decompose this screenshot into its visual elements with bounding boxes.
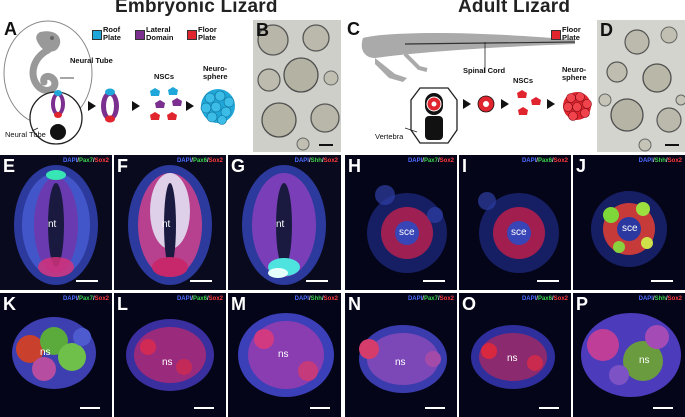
stain-legend-i: DAPI/Pax6/Sox2 bbox=[521, 158, 568, 164]
panel-k-fluorescence: K DAPI/Pax7/Sox2 ns bbox=[0, 293, 112, 417]
scale-bar-p bbox=[653, 407, 673, 409]
legend-floor-label-c: Floor Plate bbox=[562, 25, 581, 42]
stain-legend-f: DAPI/Pax6/Sox2 bbox=[176, 158, 223, 164]
panel-label-l: L bbox=[117, 294, 128, 314]
panel-label-c: C bbox=[347, 19, 360, 39]
scale-bar-h bbox=[423, 280, 445, 282]
embryo-diagram bbox=[3, 20, 235, 145]
legend-roof-swatch bbox=[92, 30, 102, 40]
panel-h-fluorescence: H DAPI/Pax7/Sox2 sce bbox=[345, 155, 457, 290]
panel-label-p: P bbox=[576, 294, 589, 314]
tissue-label-m: ns bbox=[278, 349, 289, 360]
neural-tube-label-bottom: Neural Tube bbox=[5, 130, 46, 139]
tissue-label-p: ns bbox=[639, 355, 650, 366]
stain-legend-g: DAPI/Shh/Sox2 bbox=[294, 158, 338, 164]
tissue-label-e: nt bbox=[48, 219, 57, 230]
panel-label-f: F bbox=[117, 156, 128, 176]
nscs-label-a: NSCs bbox=[154, 72, 175, 81]
panel-m-fluorescence: M DAPI/Shh/Sox2 ns bbox=[228, 293, 341, 417]
stain-legend-e: DAPI/Pax7/Sox2 bbox=[62, 158, 109, 164]
scale-bar-k bbox=[80, 407, 100, 409]
scale-bar-e bbox=[76, 280, 98, 282]
vertebra-label: Vertebra bbox=[375, 132, 404, 141]
panel-g-fluorescence: G DAPI/Shh/Sox2 nt bbox=[228, 155, 341, 290]
stain-legend-o: DAPI/Pax6/Sox2 bbox=[521, 296, 568, 302]
scale-bar-n bbox=[425, 407, 445, 409]
panel-d-micrograph: D bbox=[597, 20, 685, 152]
panel-label-h: H bbox=[348, 156, 361, 176]
legend-lateral-label: Lateral Domain bbox=[146, 25, 174, 42]
tissue-label-o: ns bbox=[507, 353, 518, 364]
panel-f-fluorescence: F DAPI/Pax6/Sox2 nt bbox=[114, 155, 226, 290]
panel-label-o: O bbox=[462, 294, 477, 314]
panel-label-m: M bbox=[231, 294, 246, 314]
stain-legend-n: DAPI/Pax7/Sox2 bbox=[407, 296, 454, 302]
scale-bar-f bbox=[190, 280, 212, 282]
panel-o-fluorescence: O DAPI/Pax6/Sox2 ns bbox=[459, 293, 571, 417]
panel-label-g: G bbox=[231, 156, 246, 176]
neurosphere-label-c: Neuro- sphere bbox=[562, 65, 587, 82]
legend-lateral-swatch bbox=[135, 30, 145, 40]
panel-p-fluorescence: P DAPI/Shh/Sox2 ns bbox=[573, 293, 685, 417]
panel-label-e: E bbox=[3, 156, 16, 176]
scale-bar-m bbox=[310, 407, 330, 409]
stain-legend-l: DAPI/Pax6/Sox2 bbox=[176, 296, 223, 302]
scale-bar-i bbox=[537, 280, 559, 282]
scale-bar-j bbox=[651, 280, 673, 282]
tissue-label-g: nt bbox=[276, 219, 285, 230]
stain-legend-k: DAPI/Pax7/Sox2 bbox=[62, 296, 109, 302]
stain-legend-m: DAPI/Shh/Sox2 bbox=[294, 296, 338, 302]
panel-j-fluorescence: J DAPI/Shh/Sox2 sce bbox=[573, 155, 685, 290]
scale-bar-b bbox=[319, 144, 333, 146]
panel-l-fluorescence: L DAPI/Pax6/Sox2 ns bbox=[114, 293, 226, 417]
tissue-label-j: sce bbox=[622, 223, 638, 234]
spinal-cord-label: Spinal Cord bbox=[463, 66, 506, 75]
scale-bar-g bbox=[306, 280, 328, 282]
title-adult: Adult Lizard bbox=[458, 0, 571, 17]
neural-tube-label-top: Neural Tube bbox=[70, 56, 113, 65]
tissue-label-i: sce bbox=[511, 227, 527, 238]
stain-legend-h: DAPI/Pax7/Sox2 bbox=[407, 158, 454, 164]
scale-bar-o bbox=[539, 407, 559, 409]
nscs-label-c: NSCs bbox=[513, 76, 534, 85]
title-embryonic: Embryonic Lizard bbox=[115, 0, 278, 17]
stain-legend-j: DAPI/Shh/Sox2 bbox=[638, 158, 682, 164]
adult-lizard-diagram bbox=[361, 33, 592, 144]
stain-legend-p: DAPI/Shh/Sox2 bbox=[638, 296, 682, 302]
tissue-label-n: ns bbox=[395, 357, 406, 368]
panel-label-a: A bbox=[4, 19, 17, 39]
schematic-a: A Roof Plate Lateral Domain Floor Plate … bbox=[0, 18, 250, 153]
legend-floor-swatch-c bbox=[551, 30, 561, 40]
panel-label-b: B bbox=[256, 20, 269, 40]
tissue-label-f: nt bbox=[162, 219, 171, 230]
panel-label-d: D bbox=[600, 20, 613, 40]
scale-bar-d bbox=[665, 144, 679, 146]
panel-label-k: K bbox=[3, 294, 16, 314]
panel-label-i: I bbox=[462, 156, 468, 176]
legend-roof-label: Roof Plate bbox=[103, 25, 121, 42]
panel-n-fluorescence: N DAPI/Pax7/Sox2 ns bbox=[345, 293, 457, 417]
legend-floor-label: Floor Plate bbox=[198, 25, 217, 42]
panel-label-n: N bbox=[348, 294, 361, 314]
neurosphere-label-a: Neuro- sphere bbox=[203, 64, 228, 81]
tissue-label-k: ns bbox=[40, 347, 51, 358]
panel-i-fluorescence: I DAPI/Pax6/Sox2 sce bbox=[459, 155, 571, 290]
tissue-label-l: ns bbox=[162, 357, 173, 368]
scale-bar-l bbox=[194, 407, 214, 409]
tissue-label-h: sce bbox=[399, 227, 415, 238]
panel-b-micrograph: B bbox=[253, 20, 341, 152]
panel-label-j: J bbox=[576, 156, 587, 176]
panel-e-fluorescence: E DAPI/Pax7/Sox2 nt bbox=[0, 155, 112, 290]
legend-floor-swatch bbox=[187, 30, 197, 40]
schematic-c: C Floor Plate Spinal Cord Vertebra NSCs … bbox=[345, 18, 595, 153]
